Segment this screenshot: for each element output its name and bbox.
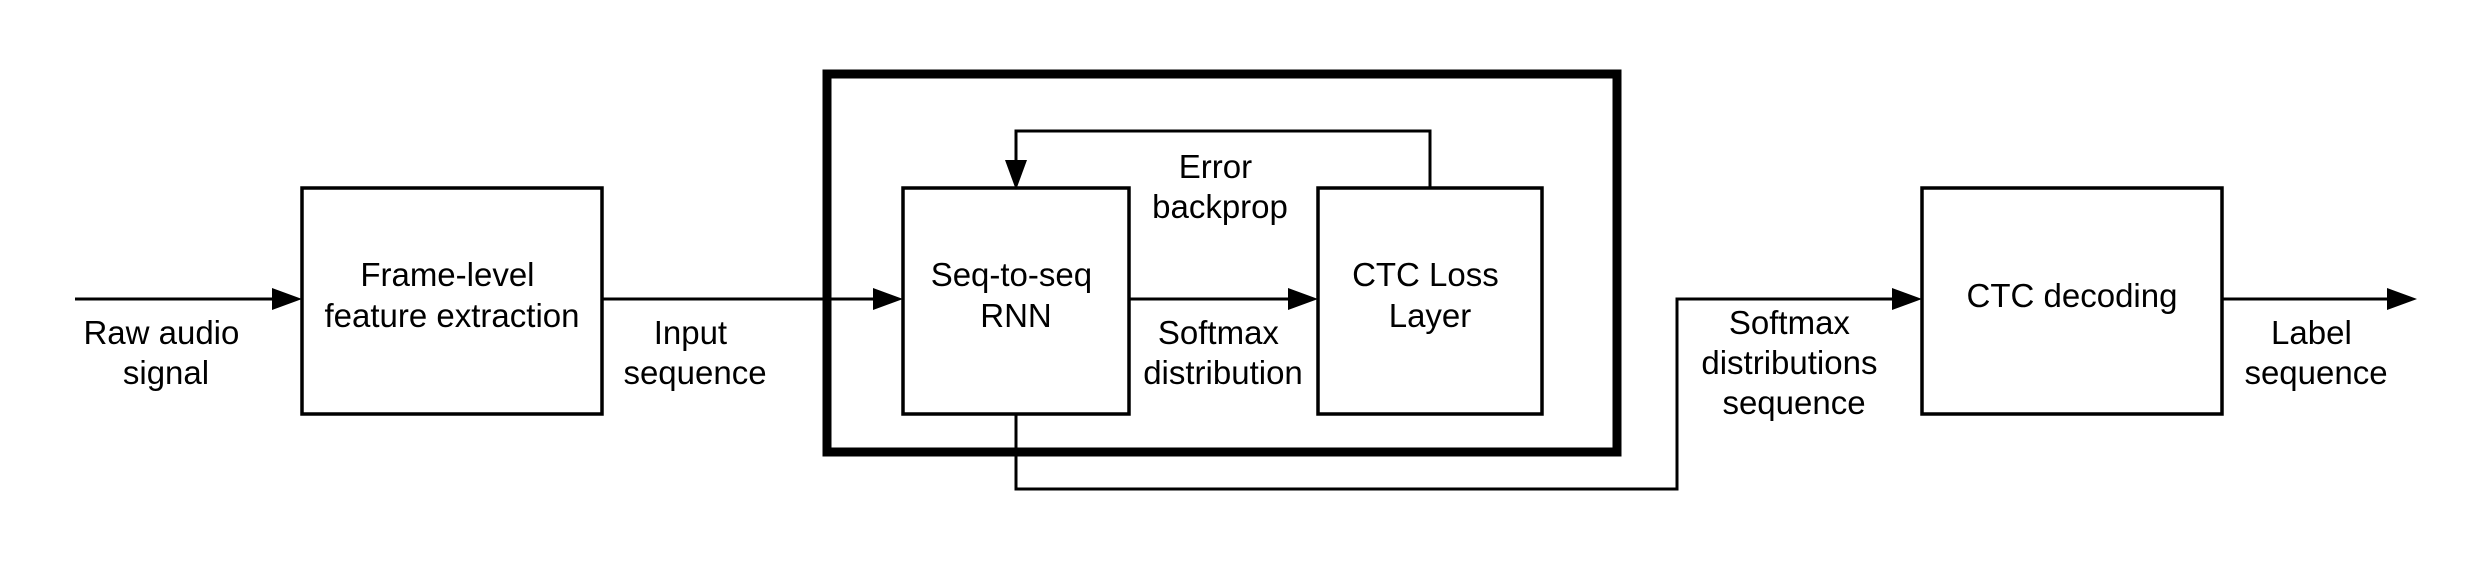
feature-extraction-box	[300, 186, 604, 416]
training-loop-frame	[822, 69, 1622, 457]
softmax-distribution-arrow	[1129, 288, 1318, 310]
error-backprop-label: Error backprop	[1152, 148, 1288, 225]
input-sequence-arrow	[602, 288, 903, 310]
softmax-distribution-label: Softmax distribution	[1143, 314, 1303, 391]
ctc-decoding-box	[1920, 186, 2224, 416]
softmax-sequence-arrow	[1014, 288, 1922, 491]
rnn-box	[901, 186, 1131, 416]
softmax-sequence-label: Softmax distributions sequence	[1701, 304, 1886, 421]
ctc-decoding-label: CTC decoding	[1967, 277, 2178, 314]
rnn-label: Seq-to-seq RNN	[931, 256, 1102, 334]
feature-extraction-label: Frame-level feature extraction	[325, 256, 580, 334]
raw-audio-label: Raw audio signal	[83, 314, 248, 391]
error-backprop-arrow	[1005, 129, 1432, 190]
ctc-loss-label: CTC Loss Layer	[1352, 256, 1508, 334]
raw-audio-arrow	[75, 288, 302, 310]
label-sequence-label: Label sequence	[2244, 314, 2387, 391]
label-sequence-arrow	[2222, 288, 2417, 310]
input-sequence-label: Input sequence	[623, 314, 766, 391]
